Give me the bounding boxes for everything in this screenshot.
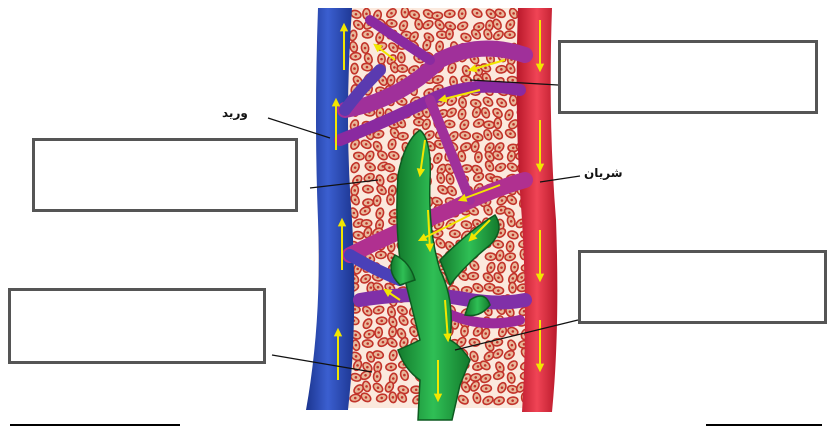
tissue-cell [484,121,495,129]
tissue-cell [362,185,373,194]
bottom-rule-left [10,424,180,426]
answer-box-mid-right[interactable] [578,250,827,324]
answer-box-top-right[interactable] [558,40,818,114]
tissue-cell [351,63,359,74]
tissue-cell [509,95,518,106]
tissue-cell [505,31,515,38]
tissue-cell [398,132,409,140]
tissue-cell [475,152,483,163]
answer-box-mid-left[interactable] [32,138,298,212]
tissue-cell [496,65,507,73]
tissue-cell [397,64,408,72]
tissue-cell [449,230,460,238]
tissue-cell [485,253,496,260]
tissue-cell [507,396,518,404]
tissue-cell [378,54,385,64]
tissue-cell [445,28,453,39]
tissue-cell [506,241,514,252]
answer-box-bottom-left[interactable] [8,288,266,364]
tissue-cell [481,385,492,393]
bottom-rule-right [706,424,822,426]
tissue-cell [375,327,383,338]
tissue-cell [444,9,455,18]
tissue-cell [387,194,395,205]
tissue-cell [376,251,387,259]
tissue-cell [362,340,373,348]
tissue-cell [460,326,468,337]
tissue-cell [432,12,443,20]
tissue-cell [376,317,387,325]
tissue-cell [373,195,382,206]
tissue-cell [363,198,374,206]
vein-label: وريد [222,106,248,120]
tissue-cell [350,52,361,60]
tissue-cell [468,272,479,280]
tissue-cell [397,52,405,63]
tissue-cell [494,118,501,129]
tissue-cell [386,363,397,371]
vein-vessel [306,8,354,410]
tissue-cell [509,282,516,293]
tissue-cell [373,371,381,382]
tissue-cell [361,220,372,228]
tissue-cell [389,392,397,403]
tissue-cell [459,131,470,140]
artery-label: شريان [584,166,623,180]
tissue-cell [401,7,408,17]
tissue-cell [362,31,373,39]
tissue-cell [493,287,503,294]
